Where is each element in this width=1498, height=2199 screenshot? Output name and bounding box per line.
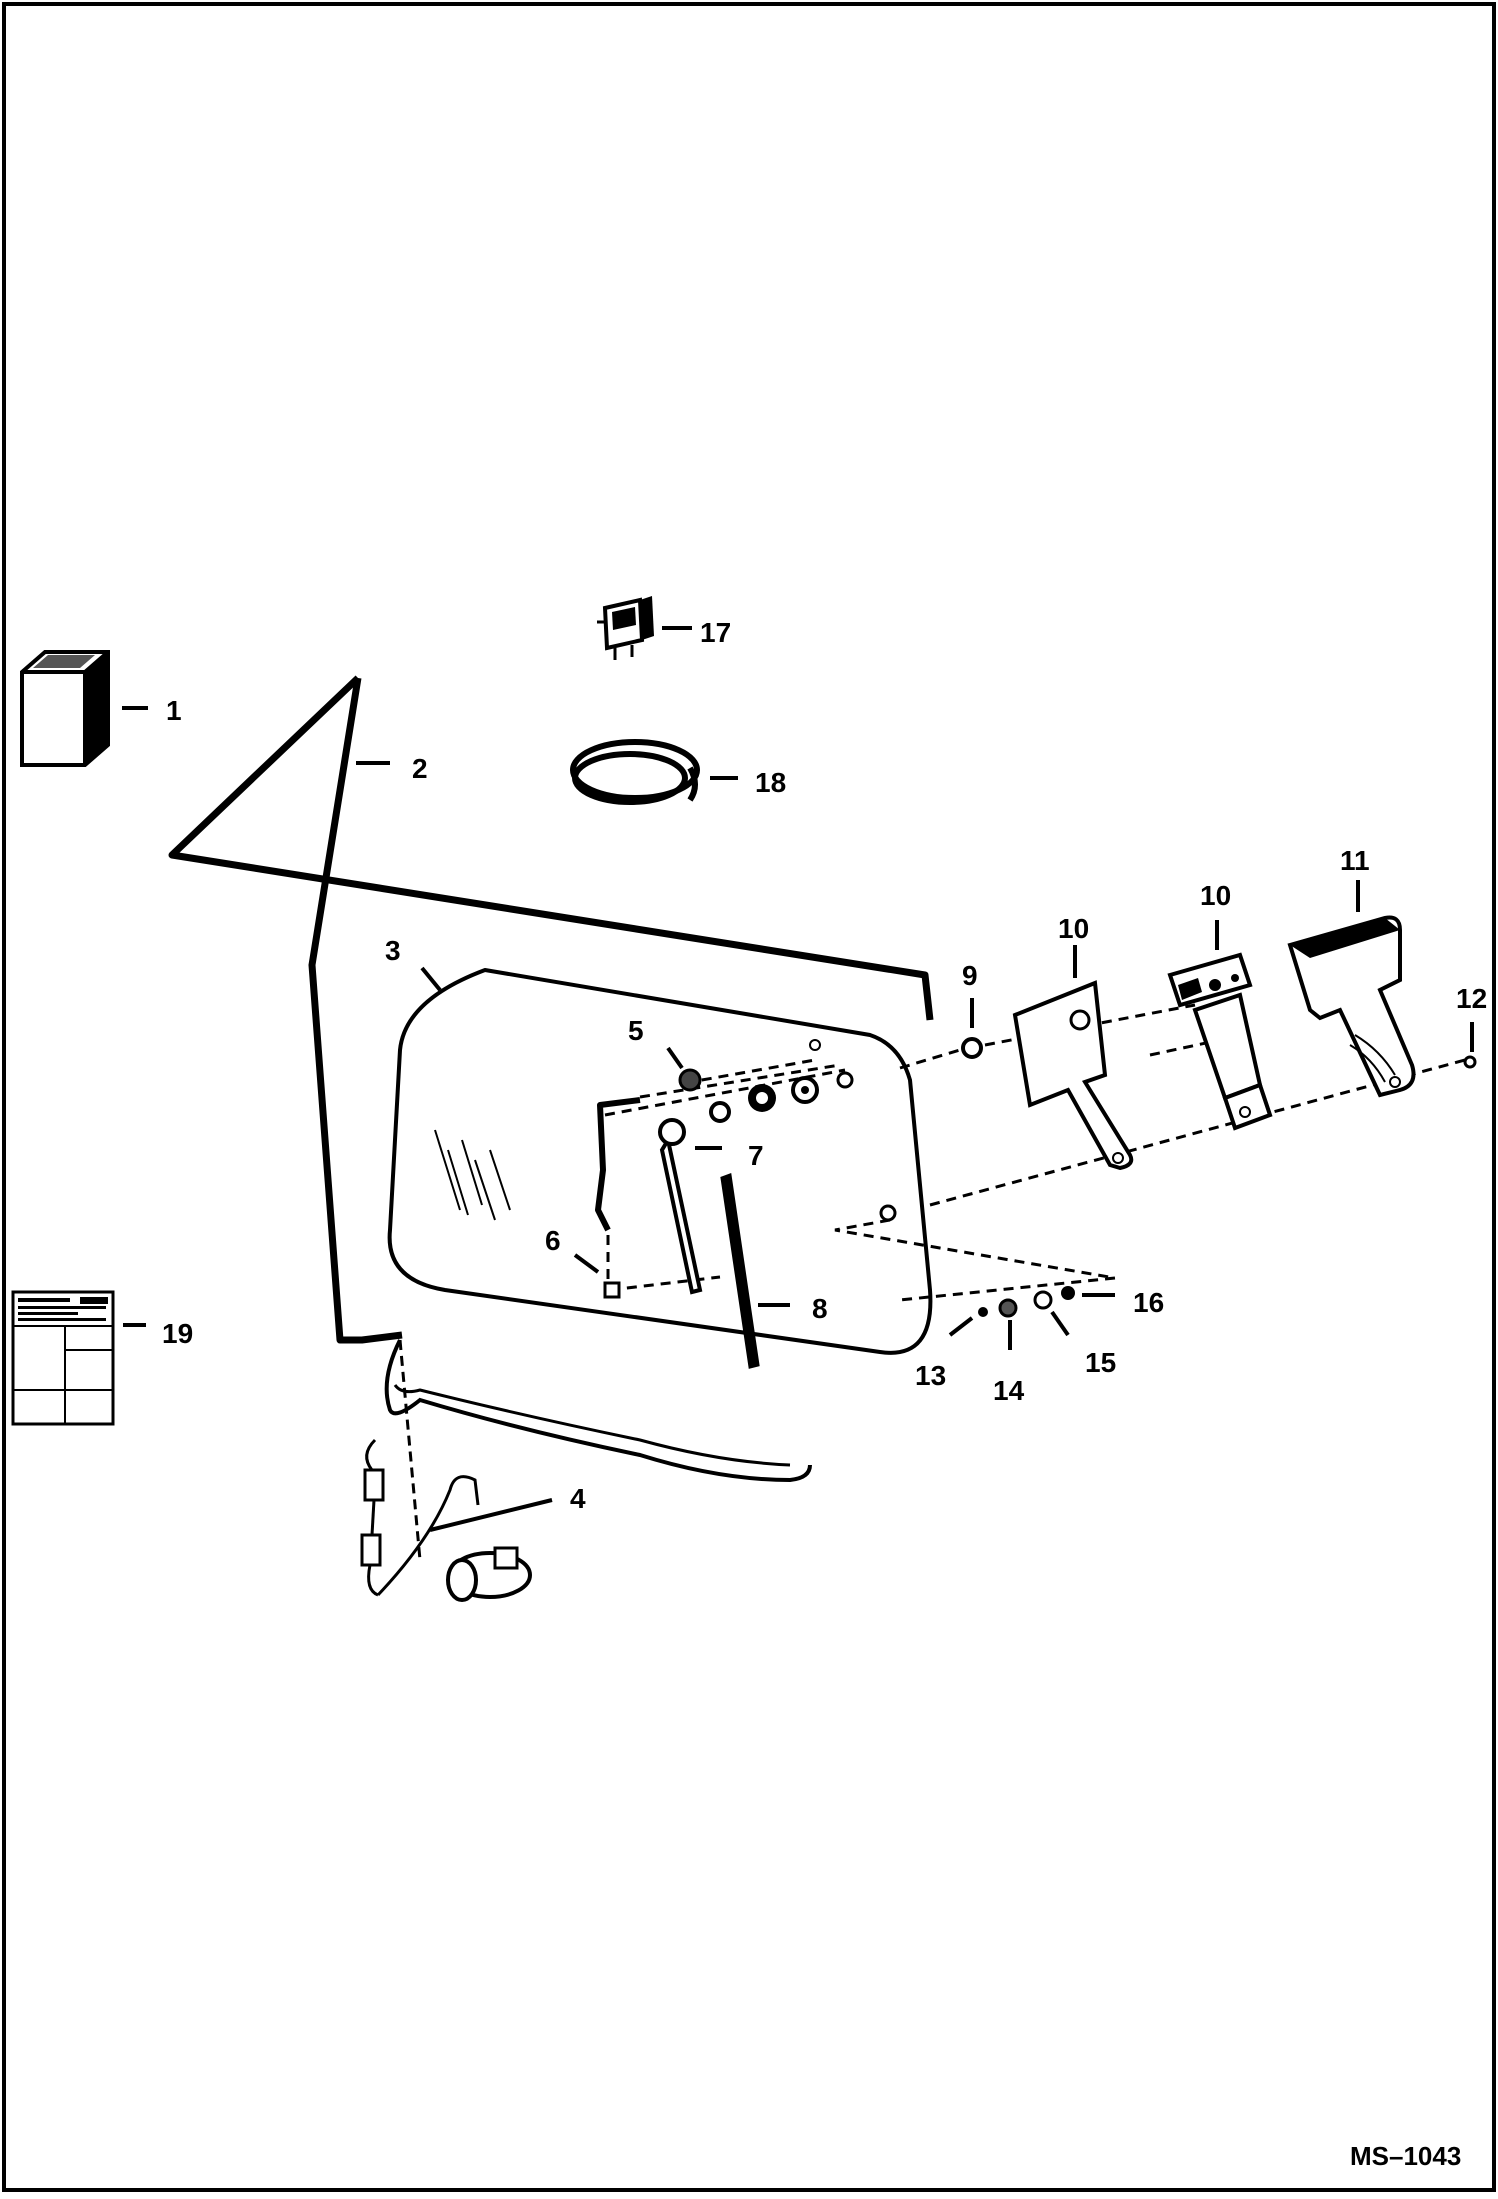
part-17-switch [597,596,654,660]
callout-6: 6 [545,1225,561,1256]
callout-3: 3 [385,935,401,966]
leader-6 [573,1253,600,1274]
part-12-screw [1463,1055,1477,1069]
callout-10a: 10 [1058,913,1089,944]
callout-12: 12 [1456,983,1487,1014]
part-2-wiring-harness [168,675,934,1021]
callout-1: 1 [166,695,182,726]
part-7-wiper-arm [659,1134,703,1295]
glass-reflection-lines [434,1129,511,1221]
callout-16: 16 [1133,1287,1164,1318]
callout-9: 9 [962,960,978,991]
callout-5: 5 [628,1015,644,1046]
part-10-cover-right [1287,915,1416,1098]
part-4-washer-hose [384,1339,812,1483]
part-9-seal [961,1037,983,1059]
callout-18: 18 [755,767,786,798]
callout-7: 7 [748,1140,764,1171]
part-6-nozzle-tube [595,1097,641,1232]
part-11-wiper-motor [1167,952,1273,1131]
callout-13: 13 [915,1360,946,1391]
callout-17-label: 17 [700,617,731,648]
callout-15: 15 [1085,1347,1116,1378]
part-18-hose-coil [570,739,700,805]
callout-11: 10 [1200,880,1231,911]
drawing-number: MS–1043 [1350,2141,1461,2171]
part-14-washer [998,1298,1018,1318]
callout-10b: 11 [1340,845,1370,876]
part-4-washer-pump [446,1546,532,1602]
leader-5 [666,1046,684,1070]
callout-4: 4 [570,1483,586,1514]
leader-13 [948,1316,974,1337]
callout-14: 14 [993,1375,1025,1406]
callout-2: 2 [412,753,428,784]
part-16-nut [1061,1286,1075,1300]
part-3-glass-panel [387,967,933,1355]
callout-19: 19 [162,1318,193,1349]
part-10-bracket-left [1012,980,1134,1171]
leader-4 [429,1498,553,1532]
part-19-instruction-sheet [11,1290,115,1426]
leader-15 [1050,1310,1070,1337]
part-4-connectors [360,1438,480,1597]
part-5-grommet [678,1068,702,1092]
leader-3 [420,966,442,992]
part-1-box [20,650,110,767]
part-8-wiper-blade [720,1172,760,1369]
callout-8: 8 [812,1293,828,1324]
part-15-washer [1033,1290,1053,1310]
part-2-wiring-harness-drop [308,677,403,1344]
part-13-nut [978,1307,988,1317]
